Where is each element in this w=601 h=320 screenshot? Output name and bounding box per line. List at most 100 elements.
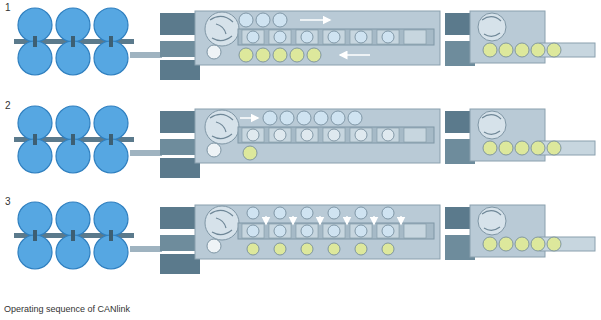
step-number: 3 — [5, 196, 11, 207]
flow-arrow — [319, 216, 321, 224]
can — [355, 207, 367, 219]
can — [256, 13, 270, 27]
clamp — [71, 230, 75, 241]
can — [499, 237, 513, 251]
pocket — [269, 224, 291, 238]
can — [239, 13, 253, 27]
can — [280, 111, 294, 125]
drive-block — [160, 111, 200, 133]
conveyor — [130, 52, 162, 58]
can — [301, 31, 313, 43]
can — [207, 239, 221, 253]
can — [328, 31, 340, 43]
pocket-belt — [238, 223, 434, 239]
clamp — [109, 230, 113, 241]
star-wheel — [478, 111, 506, 139]
pocket-belt — [238, 29, 434, 45]
pocket — [323, 30, 345, 44]
flow-arrow — [373, 216, 375, 224]
can — [274, 207, 286, 219]
can — [483, 43, 497, 57]
can — [274, 31, 286, 43]
clamp — [109, 36, 113, 47]
can — [355, 225, 367, 237]
pocket — [296, 128, 318, 142]
star-wheel-vane — [482, 115, 501, 135]
clamp — [71, 36, 75, 47]
can — [515, 141, 529, 155]
step-number: 1 — [5, 2, 11, 13]
can — [382, 225, 394, 237]
clamp — [33, 134, 37, 145]
star-wheel-vane — [210, 16, 233, 40]
sequence-row — [14, 202, 595, 274]
star-wheel — [205, 110, 239, 144]
can — [328, 207, 340, 219]
can — [547, 43, 561, 57]
can — [274, 129, 286, 141]
can — [301, 207, 313, 219]
pocket — [242, 30, 264, 44]
star-wheel — [205, 12, 239, 46]
pocket — [377, 128, 399, 142]
conveyor — [130, 246, 162, 252]
can — [355, 31, 367, 43]
caption: Operating sequence of CANlink — [4, 304, 130, 314]
machine-body — [195, 11, 440, 65]
can — [515, 43, 529, 57]
can — [547, 237, 561, 251]
can — [382, 31, 394, 43]
can — [239, 48, 253, 62]
machine-body — [470, 11, 545, 63]
can — [328, 243, 340, 255]
can — [297, 111, 311, 125]
sequence-row — [14, 106, 595, 178]
flow-arrow — [292, 216, 294, 224]
machine-body — [470, 205, 545, 257]
can — [382, 129, 394, 141]
can — [483, 237, 497, 251]
output-conveyor — [540, 237, 595, 251]
star-wheel — [205, 206, 239, 240]
flow-arrow — [340, 54, 370, 56]
star-wheel-vane — [210, 210, 233, 234]
can — [355, 243, 367, 255]
can — [207, 45, 221, 59]
output-conveyor — [540, 141, 595, 155]
machine-body — [195, 109, 440, 163]
flow-arrow — [265, 216, 267, 224]
pocket — [323, 128, 345, 142]
sequence-row — [14, 8, 595, 80]
can — [301, 129, 313, 141]
can — [314, 111, 328, 125]
pocket — [269, 128, 291, 142]
drive-block — [445, 207, 473, 229]
can — [290, 48, 304, 62]
flow-arrow — [346, 216, 348, 224]
can — [274, 243, 286, 255]
pocket — [296, 30, 318, 44]
can — [483, 141, 497, 155]
can — [247, 207, 259, 219]
conveyor — [130, 150, 162, 156]
star-wheel-vane — [482, 17, 501, 37]
pocket — [404, 224, 426, 238]
can — [499, 141, 513, 155]
pocket — [242, 224, 264, 238]
pocket — [404, 30, 426, 44]
clamp — [109, 134, 113, 145]
can — [328, 225, 340, 237]
can — [263, 111, 277, 125]
pocket — [350, 30, 372, 44]
can — [243, 146, 257, 160]
can — [273, 48, 287, 62]
can — [328, 129, 340, 141]
clamp — [71, 134, 75, 145]
drive-block — [160, 207, 200, 229]
can — [247, 31, 259, 43]
can — [382, 207, 394, 219]
can — [247, 129, 259, 141]
pocket — [350, 224, 372, 238]
drive-block — [445, 13, 473, 35]
